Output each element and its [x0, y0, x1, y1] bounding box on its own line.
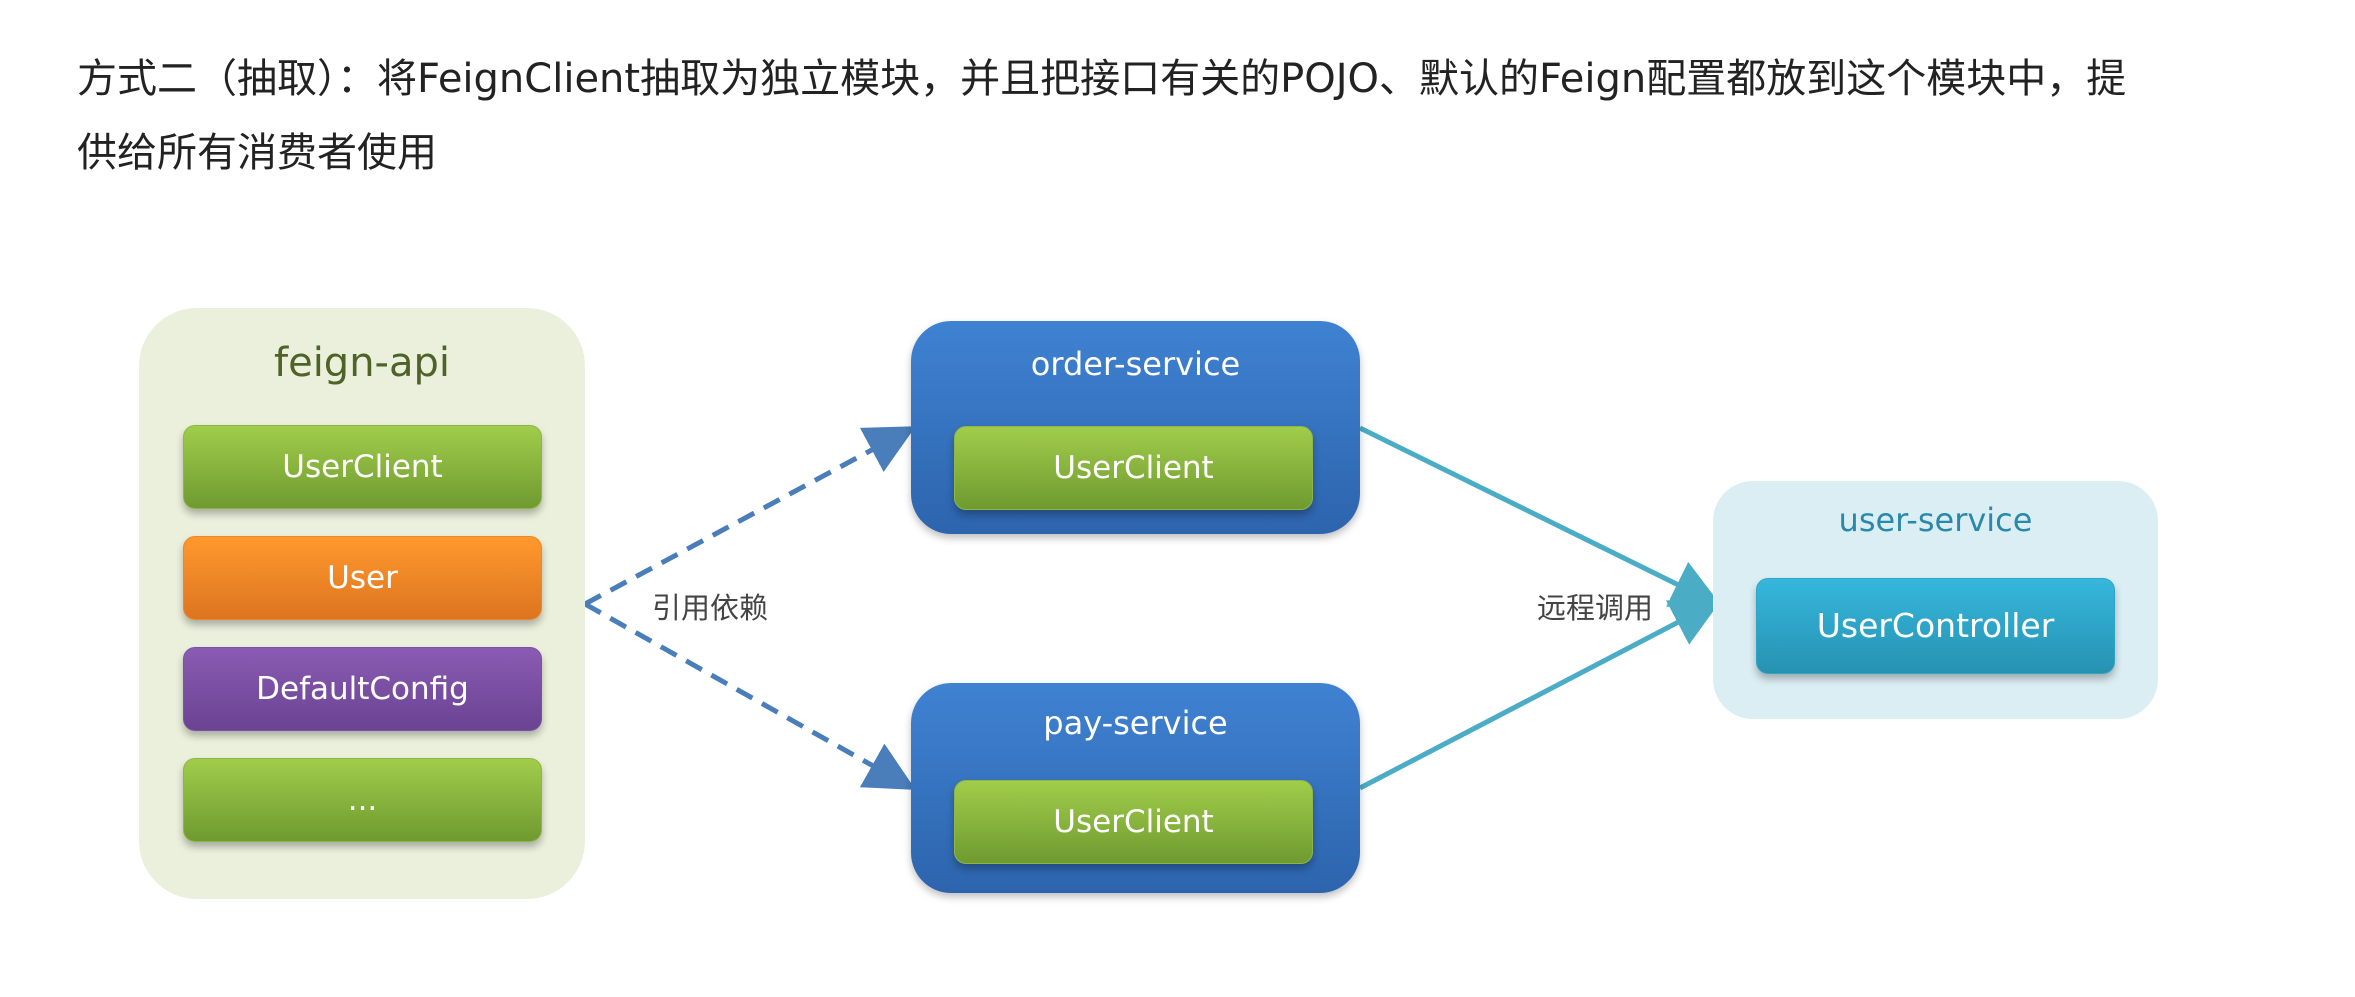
heading-line-1: 方式二（抽取）：将FeignClient抽取为独立模块，并且把接口有关的POJO…	[77, 56, 2127, 102]
dependency-arrow-order	[583, 426, 916, 607]
remote-call-arrow-pay	[1358, 599, 1722, 791]
feign-api-item-user: User	[183, 536, 542, 620]
heading-line-2: 供给所有消费者使用	[77, 130, 437, 176]
order-service-user-client: UserClient	[954, 426, 1313, 510]
remote-call-label: 远程调用	[1537, 591, 1654, 625]
feign-api-item-user-client: UserClient	[183, 425, 542, 509]
user-service-group: user-service UserController	[1713, 481, 2158, 719]
pay-service-user-client: UserClient	[954, 780, 1313, 864]
user-service-user-controller: UserController	[1756, 578, 2115, 674]
feign-api-item-default-config: DefaultConfig	[183, 647, 542, 731]
order-service-group: order-service UserClient	[911, 321, 1360, 534]
feign-api-item-more: ...	[183, 758, 542, 842]
dependency-label: 引用依赖	[652, 591, 769, 625]
heading: 方式二（抽取）：将FeignClient抽取为独立模块，并且把接口有关的POJO…	[77, 42, 2277, 190]
order-service-title: order-service	[1030, 345, 1241, 383]
remote-call-arrow-order	[1358, 425, 1722, 607]
feign-api-group: feign-api UserClient User DefaultConfig …	[139, 308, 585, 899]
feign-api-title: feign-api	[274, 340, 450, 386]
pay-service-title: pay-service	[1043, 704, 1228, 742]
dependency-arrow-pay	[583, 601, 916, 790]
pay-service-group: pay-service UserClient	[911, 683, 1360, 893]
user-service-title: user-service	[1838, 501, 2033, 539]
